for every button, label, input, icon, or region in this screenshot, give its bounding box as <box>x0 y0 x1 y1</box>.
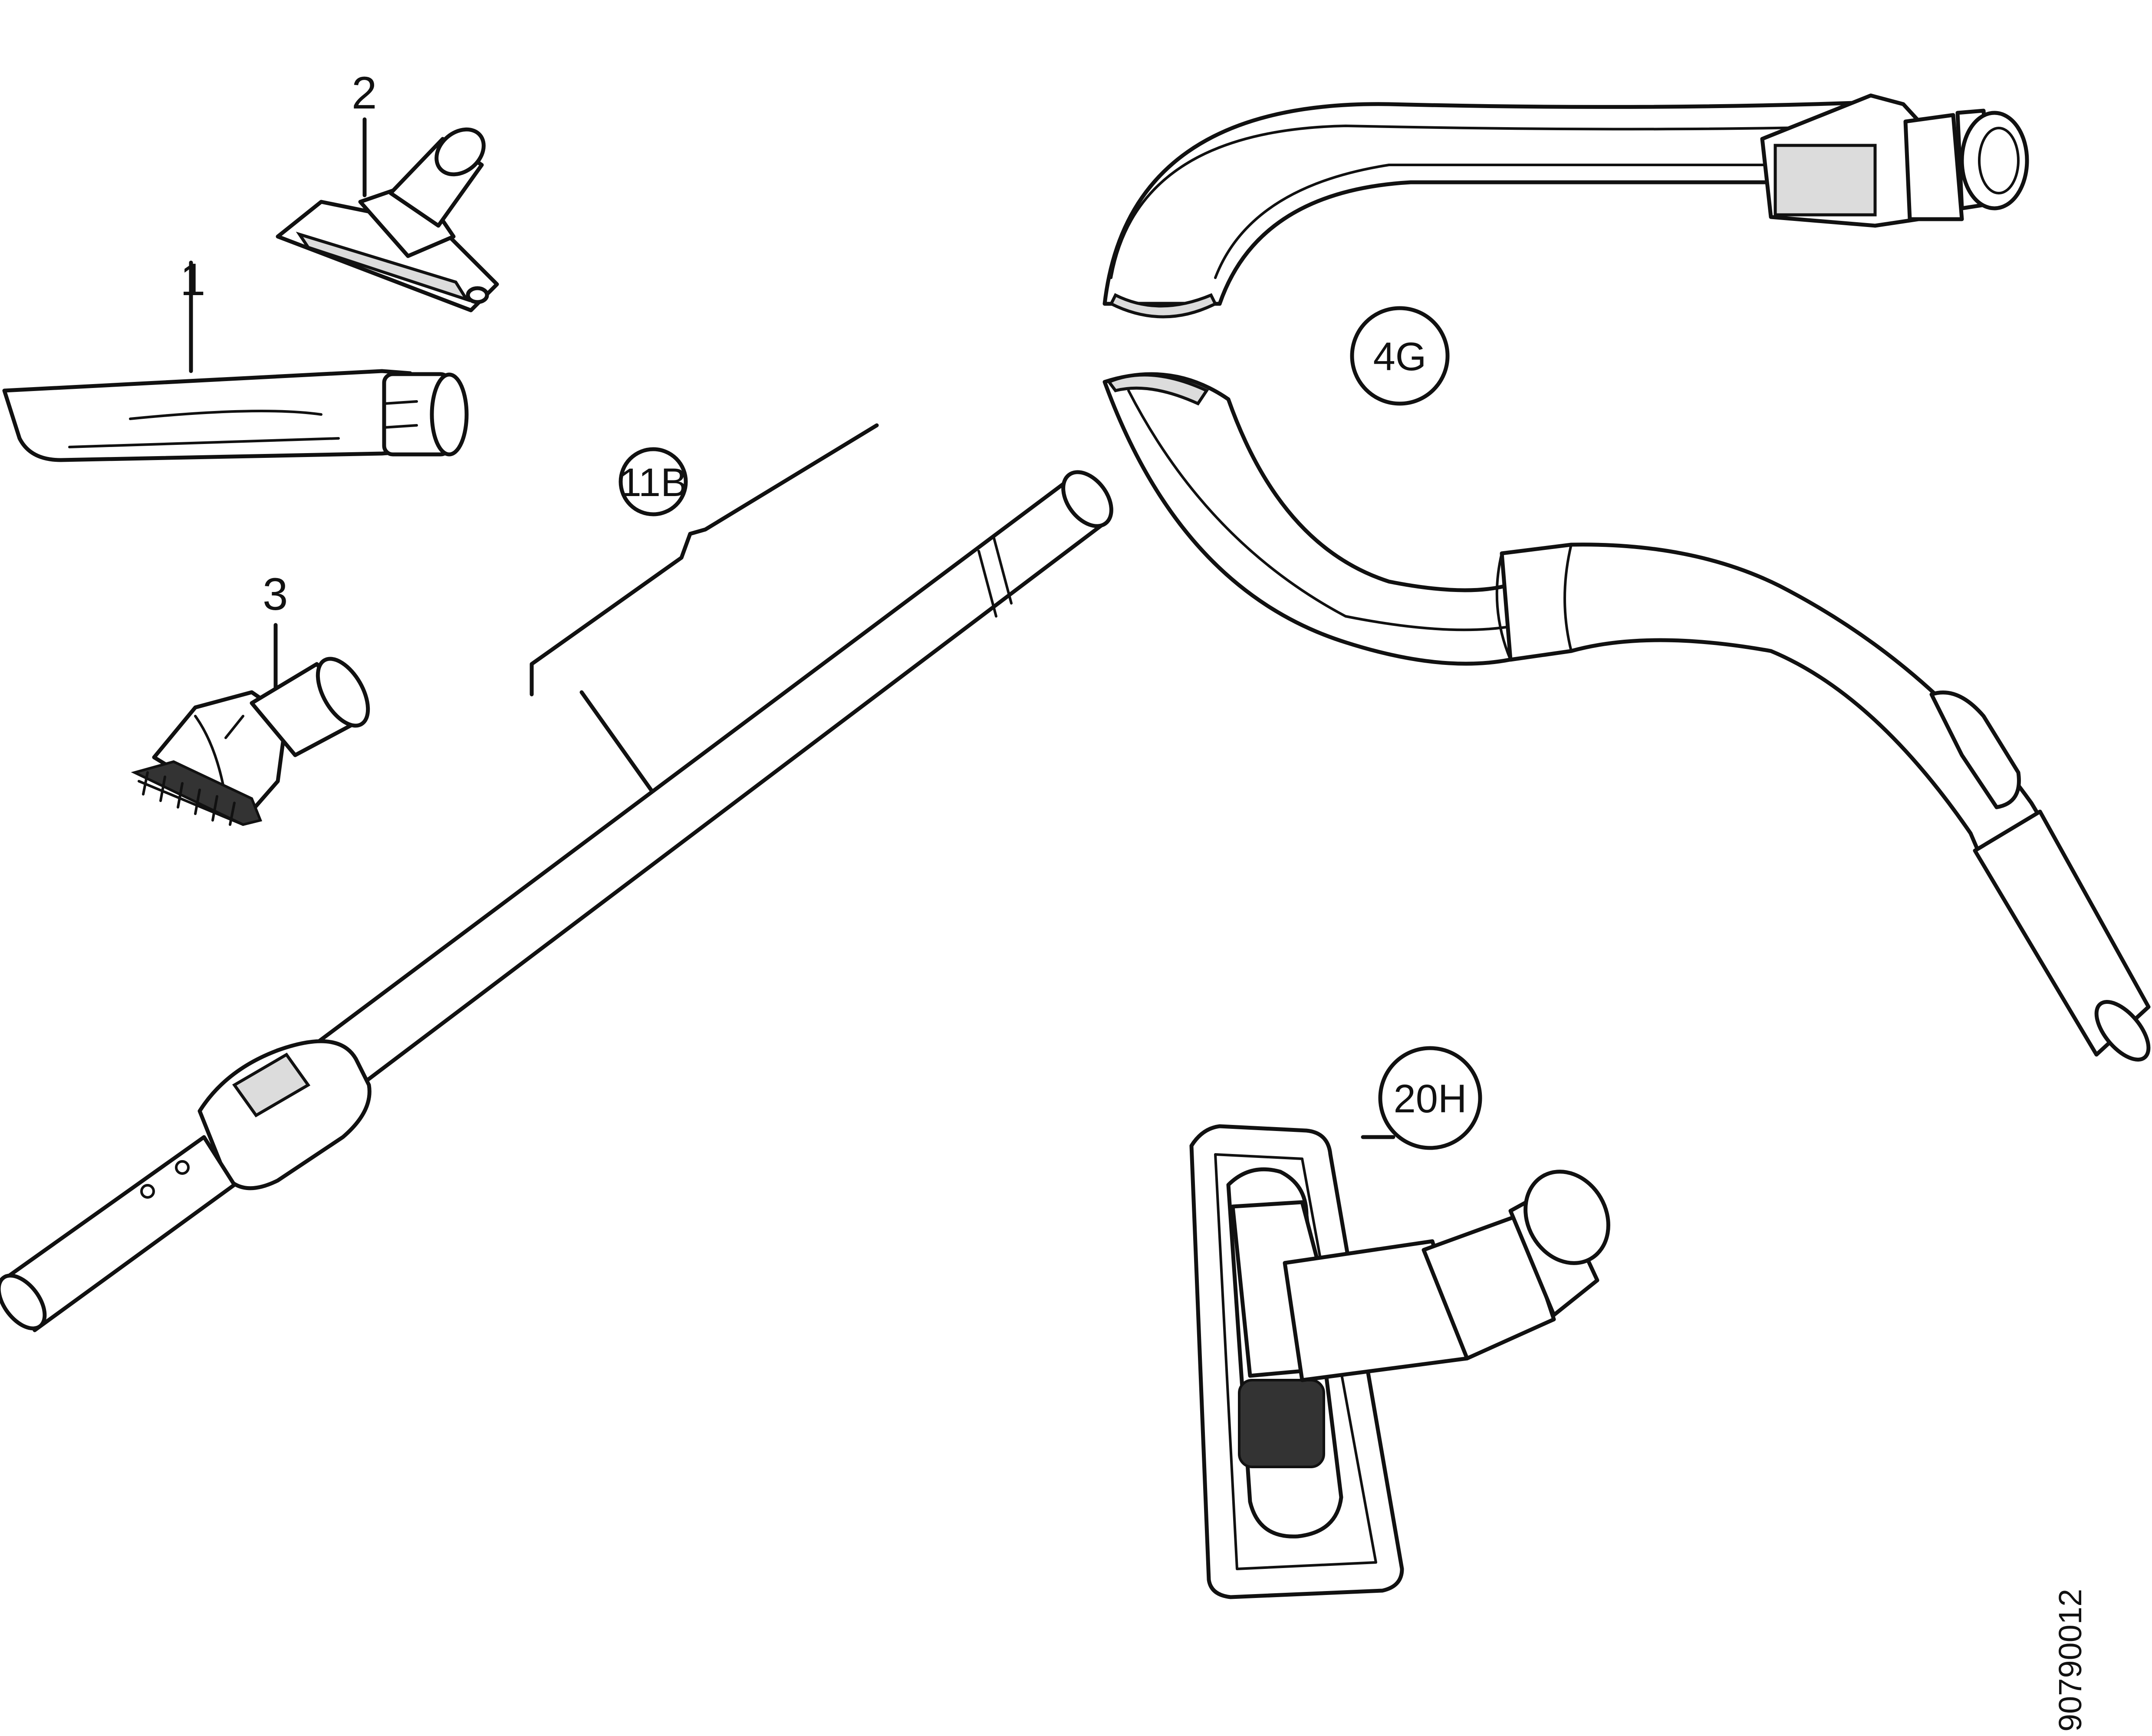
dusting-brush-label: 3 <box>263 569 288 620</box>
extension-tube: 11B <box>0 423 1113 1332</box>
crevice-tool-label: 1 <box>180 254 205 305</box>
dusting-brush: 3 <box>131 569 370 826</box>
extension-tube-label: 11B <box>619 460 688 505</box>
floor-nozzle-label: 20H <box>1394 1077 1467 1121</box>
crevice-tool: 1 <box>2 254 469 462</box>
document-id: 90790012 <box>2052 1589 2088 1732</box>
hose-assembly: 4G <box>1102 93 2151 1062</box>
hose-label: 4G <box>1373 335 1427 379</box>
upholstery-nozzle-label: 2 <box>352 68 377 118</box>
upholstery-nozzle: 2 <box>276 68 499 312</box>
floor-nozzle: 20H <box>1189 1046 1610 1599</box>
